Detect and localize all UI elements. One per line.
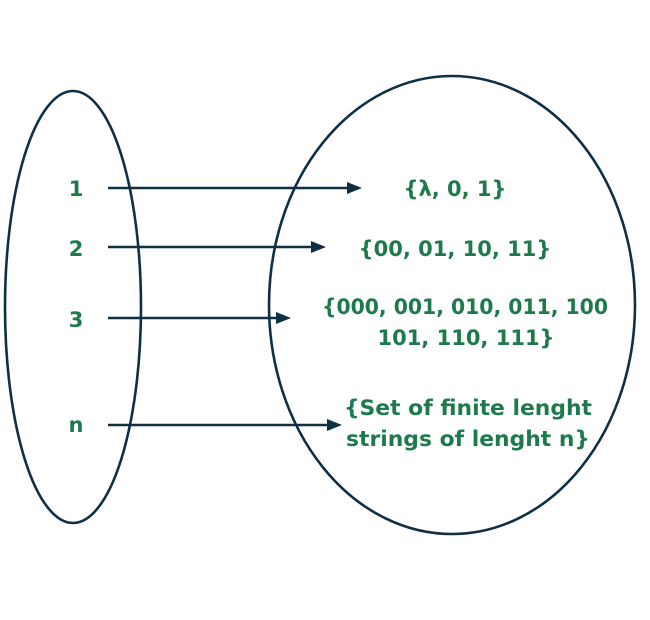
- domain-label-2: 2: [69, 237, 84, 261]
- codomain-label-n-line-1: {Set of finite lenght: [344, 396, 592, 420]
- codomain-set-ellipse: [267, 74, 637, 536]
- mapping-arrow-3: [108, 312, 291, 324]
- domain-label-3: 3: [69, 308, 84, 332]
- codomain-label-3-line-1: {000, 001, 010, 011, 100: [322, 295, 608, 319]
- codomain-label-2: {00, 01, 10, 11}: [359, 237, 552, 261]
- codomain-label-3-line-2: 101, 110, 111}: [377, 326, 554, 350]
- mapping-arrow-n: [108, 419, 342, 431]
- domain-label-1: 1: [69, 177, 84, 201]
- domain-set-ellipse: [3, 89, 143, 525]
- domain-label-n: n: [69, 413, 84, 437]
- codomain-label-n-line-2: strings of lenght n}: [346, 427, 590, 451]
- mapping-arrow-2: [108, 241, 326, 253]
- codomain-label-1: {λ, 0, 1}: [404, 177, 507, 201]
- mapping-arrow-1: [108, 182, 362, 194]
